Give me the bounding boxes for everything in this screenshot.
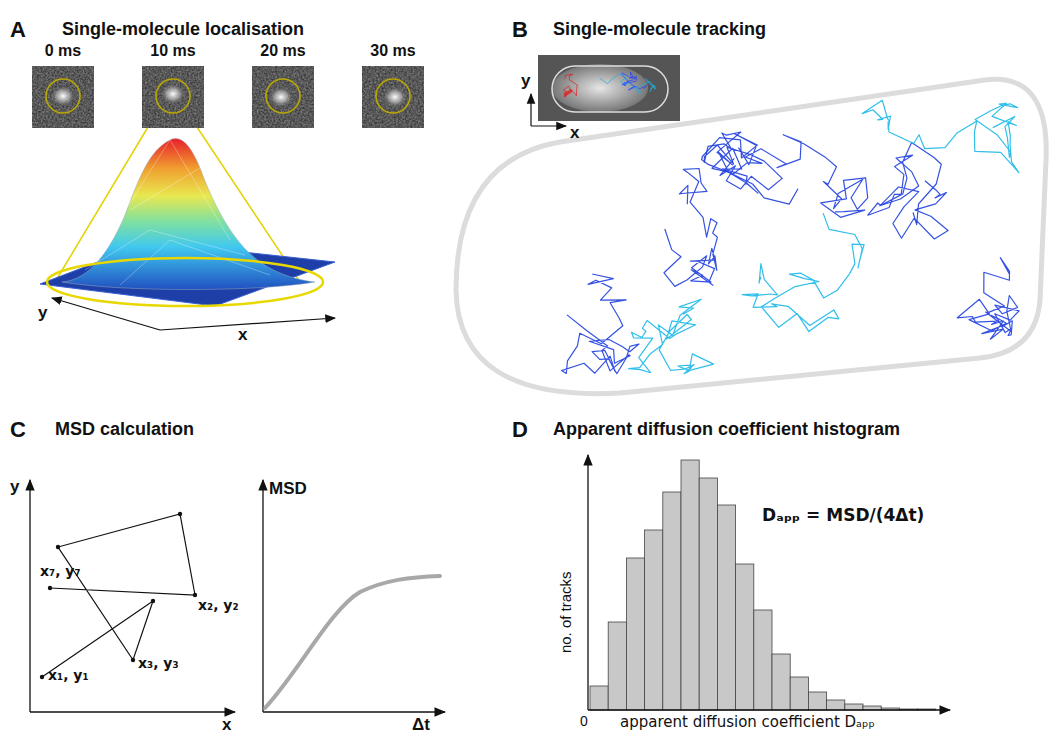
image-frame: 0 ms (32, 66, 94, 128)
axis-label: y (521, 72, 530, 91)
frame-image (32, 66, 94, 128)
panel-letter: B (512, 18, 528, 42)
track (742, 213, 864, 332)
axis-label: y (38, 304, 47, 323)
axis-label: x (222, 716, 231, 735)
track (664, 169, 717, 287)
axis-label: apparent diffusion coefficient Dₐₚₚ (620, 714, 875, 731)
axis-label: MSD (269, 480, 307, 499)
image-frame: 20 ms (252, 66, 314, 128)
histogram-bar (663, 492, 681, 710)
histogram (588, 455, 950, 710)
image-frame: 10 ms (142, 66, 204, 128)
panel-title: Single-molecule localisation (62, 20, 304, 40)
panel-title: Apparent diffusion coefficient histogram (553, 420, 900, 440)
track (562, 274, 640, 374)
histogram-bar (790, 677, 808, 710)
point-label: x₁, y₁ (48, 668, 89, 683)
point-label: x₂, y₂ (198, 598, 239, 613)
track (957, 258, 1019, 340)
axis-label: x (570, 124, 579, 143)
panel-letter: D (512, 418, 528, 442)
histogram-bar (772, 654, 790, 710)
surface-plot (40, 139, 335, 330)
point-label: x₃, y₃ (138, 656, 179, 671)
track (868, 142, 948, 239)
histogram-bar (754, 610, 772, 710)
msd-plot (263, 480, 445, 712)
histogram-bar (590, 686, 608, 710)
histogram-bar (626, 558, 644, 710)
cell-inset (531, 55, 680, 126)
histogram-bar (827, 700, 845, 710)
histogram-bar (717, 505, 735, 710)
histogram-bar (699, 478, 717, 710)
histogram-bar (845, 704, 863, 710)
track (862, 100, 1019, 172)
time-label: 0 ms (45, 42, 81, 60)
time-label: 30 ms (370, 42, 415, 60)
histogram-bar (808, 692, 826, 710)
frame-image (142, 66, 204, 128)
point-label: x₇, y₇ (40, 564, 81, 579)
axis-label: 0 (580, 714, 588, 729)
histogram-bar (681, 460, 699, 710)
axis-label: no. of tracks (558, 571, 575, 653)
cell-outline (456, 79, 1046, 393)
axis-label: x (238, 326, 247, 345)
frame-image (362, 66, 424, 128)
panel-title: MSD calculation (55, 420, 194, 440)
formula: Dₐₚₚ = MSD/(4Δt) (762, 506, 924, 525)
histogram-bar (608, 622, 626, 710)
time-label: 10 ms (150, 42, 195, 60)
track (702, 134, 868, 218)
axis-label: y (10, 478, 19, 497)
image-frame: 30 ms (362, 66, 424, 128)
panel-letter: C (10, 418, 26, 442)
histogram-bar (645, 530, 663, 710)
track (629, 299, 714, 373)
frame-image (252, 66, 314, 128)
panel-title: Single-molecule tracking (553, 20, 766, 40)
trajectory-plot (30, 480, 235, 712)
panel-letter: A (10, 18, 26, 42)
track (563, 74, 577, 97)
histogram-bar (736, 564, 754, 710)
axis-label: Δt (412, 716, 430, 735)
track-lines (562, 100, 1020, 373)
track (600, 74, 656, 93)
time-label: 20 ms (260, 42, 305, 60)
